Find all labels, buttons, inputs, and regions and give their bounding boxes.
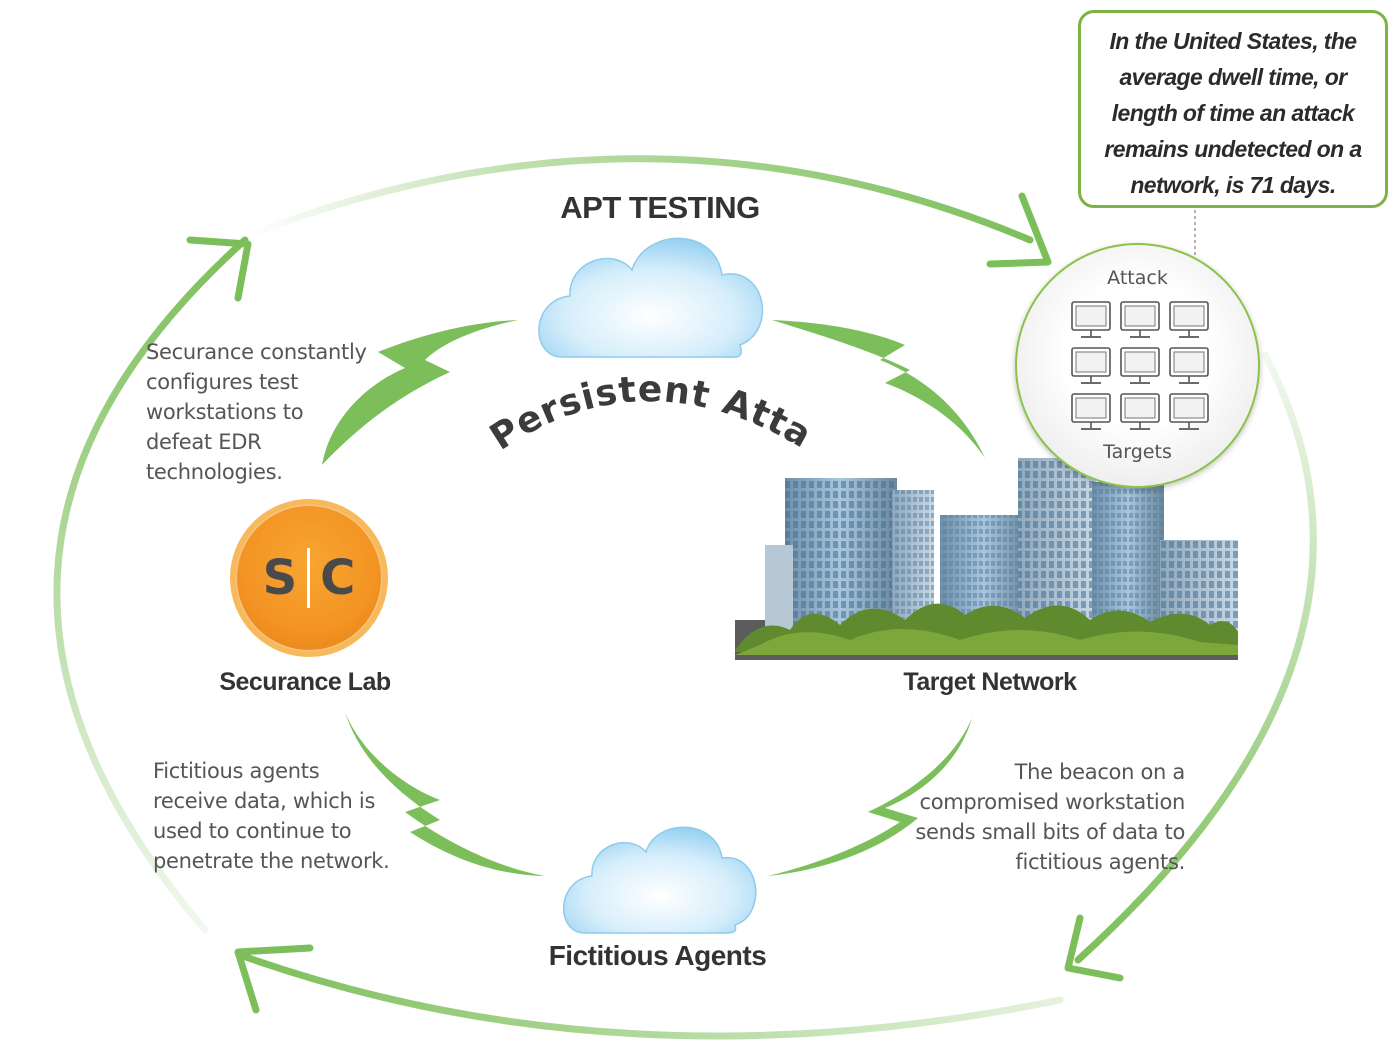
outer-arrowhead-bottom	[234, 944, 314, 1014]
bolt-cloud-to-target	[772, 320, 985, 458]
bolt-target-to-agents	[768, 718, 972, 876]
computer-icon	[1071, 301, 1111, 338]
configure-description: Securance constantly configures test wor…	[146, 340, 367, 484]
beacon-description: The beacon on a compromised workstation …	[915, 760, 1185, 874]
apt-testing-title: APT TESTING	[560, 190, 760, 225]
city-buildings-image	[735, 458, 1238, 660]
computer-icon	[1169, 301, 1209, 338]
bolt-lab-to-cloud	[322, 320, 518, 465]
computer-icon	[1120, 301, 1160, 338]
computer-icon	[1169, 347, 1209, 384]
outer-arrow-right	[1074, 351, 1317, 964]
outer-arrowhead-left	[186, 236, 252, 302]
outer-arrow-top	[246, 155, 1034, 244]
target-computers-grid	[1069, 299, 1211, 435]
apt-cloud-icon	[538, 237, 764, 358]
dwell-time-text: In the United States, the average dwell …	[1104, 28, 1362, 198]
attack-targets-panel: Attack Targets	[1015, 243, 1260, 488]
computer-icon	[1071, 393, 1111, 430]
outer-arrowhead-top	[986, 192, 1052, 268]
targets-label: Targets	[1103, 441, 1172, 463]
dwell-time-callout: In the United States, the average dwell …	[1078, 10, 1388, 208]
logo-letter-c: C	[320, 550, 356, 606]
computer-icon	[1120, 347, 1160, 384]
outer-arrowhead-right	[1064, 914, 1124, 982]
agents-cloud-icon	[562, 826, 757, 934]
fictitious-agents-title: Fictitious Agents	[548, 940, 767, 971]
securance-logo: S C	[230, 499, 388, 657]
outer-arrow-left	[53, 236, 249, 934]
receive-description: Fictitious agents receive data, which is…	[153, 759, 390, 873]
computer-icon	[1120, 393, 1160, 430]
securance-lab-title: Securance Lab	[219, 668, 391, 696]
logo-letter-s: S	[262, 550, 298, 606]
bolt-lab-to-agents	[345, 712, 545, 876]
target-network-title: Target Network	[903, 668, 1077, 696]
attack-label: Attack	[1107, 267, 1168, 289]
computer-icon	[1169, 393, 1209, 430]
outer-arrow-bottom	[236, 951, 1064, 1040]
computer-icon	[1071, 347, 1111, 384]
logo-divider	[307, 548, 311, 608]
